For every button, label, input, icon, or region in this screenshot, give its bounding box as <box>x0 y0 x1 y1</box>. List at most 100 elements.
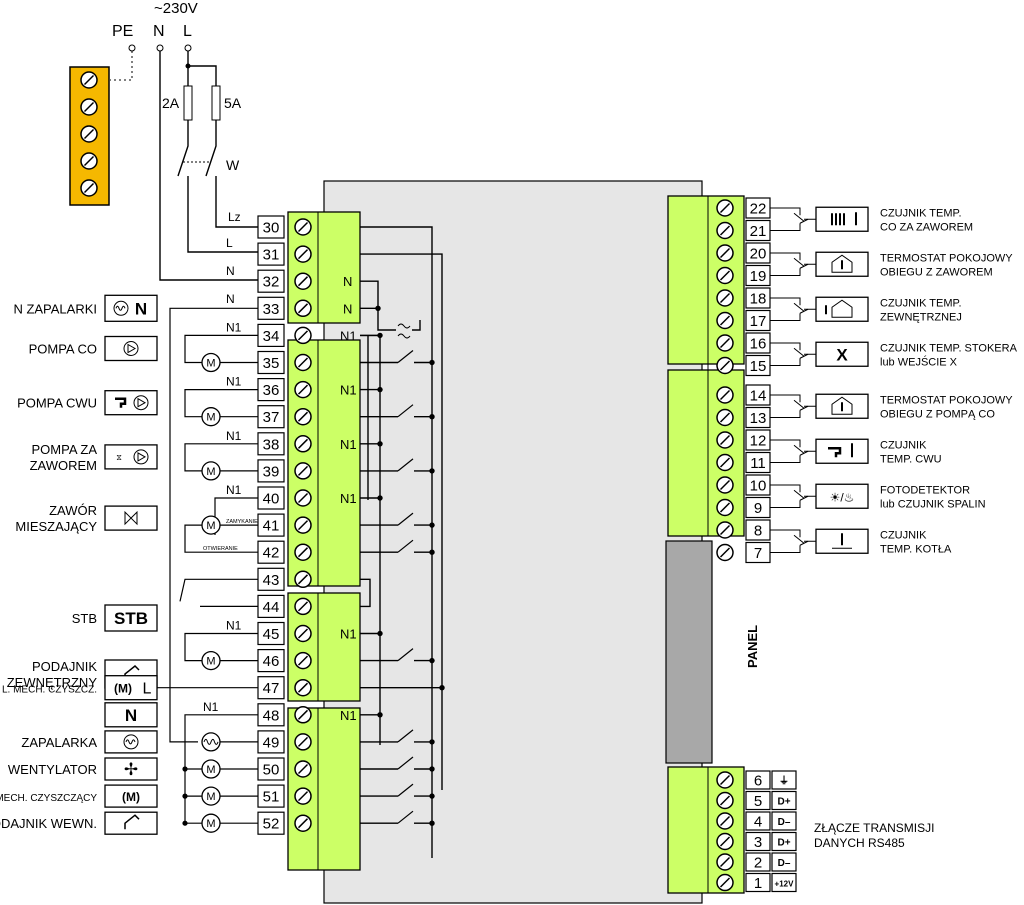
rs485-terminal-3 <box>745 831 771 852</box>
left-terminal-number-31: 31 <box>263 247 280 264</box>
device-box-11 <box>104 784 158 808</box>
switch-w: W <box>226 157 240 173</box>
right-terminal-number-11: 11 <box>750 455 766 472</box>
wire-n1-40: N1 <box>226 483 242 497</box>
device-box-3 <box>104 444 158 470</box>
right-terminal-number-18: 18 <box>750 291 767 308</box>
device-label-9-0: ZAPALARKA <box>21 735 97 750</box>
sensor-label2-0: CO ZA ZAWOREM <box>880 221 973 233</box>
tap-icon <box>828 447 842 458</box>
right-devices: CZUJNIK TEMP. CO ZA ZAWOREM TERMOSTAT POKO… <box>770 206 1018 555</box>
right-terminal-number-22: 22 <box>750 201 767 218</box>
right-terminal-number-15: 15 <box>750 358 767 375</box>
x-symbol: X <box>836 345 848 364</box>
sensor-label2-4: OBIEGU Z POMPĄ CO <box>880 408 995 420</box>
heater-icon <box>113 300 129 316</box>
relay-n1-label-48: N1 <box>340 708 357 723</box>
right-terminal-number-21: 21 <box>750 223 767 240</box>
right-terminal-number-20: 20 <box>750 246 767 263</box>
device-label-1-0: POMPA CO <box>29 342 97 357</box>
left-terminal-number-34: 34 <box>263 328 280 345</box>
device-label-3-1: ZAWOREM <box>30 458 97 473</box>
wire-n1-48: N1 <box>203 700 219 714</box>
sensor-label1-7: CZUJNIK <box>880 529 927 541</box>
rs485-signal-box-5 <box>771 790 797 811</box>
left-terminal-31 <box>257 242 285 266</box>
rs485-terminal-number-6: 6 <box>754 773 762 790</box>
left-terminal-number-32: 32 <box>263 274 280 291</box>
rs485-signal-6: ⏚ <box>779 775 789 787</box>
rs485-terminal-5 <box>745 790 771 811</box>
internal-wiring <box>360 226 445 858</box>
rs485-signal-4: D– <box>778 817 791 828</box>
rs485-signal-1: +12V <box>775 880 795 889</box>
device-label-6-0: PODAJNIK <box>32 659 97 674</box>
valve-small-icon: ⧖ <box>116 453 122 462</box>
wire-lz: Lz <box>228 210 241 224</box>
left-terminal-number-44: 44 <box>263 599 280 616</box>
left-terminal-32 <box>257 269 285 293</box>
relay-n-label-32: N <box>343 274 352 289</box>
controller-housing <box>323 180 703 904</box>
left-terminal-number-33: 33 <box>263 301 280 318</box>
device-label-7-0: L. MECH. CZYSZCZ. <box>2 685 97 696</box>
wire-n1-36: N1 <box>226 375 242 389</box>
rs485-terminal-6 <box>745 770 771 790</box>
left-terminal-number-37: 37 <box>263 409 280 426</box>
sensor-label2-6: lub CZUJNIK SPALIN <box>880 498 986 510</box>
fuse-2a: 2A <box>162 95 180 111</box>
left-terminal-number-43: 43 <box>263 572 280 589</box>
device-label-2-0: POMPA CWU <box>17 396 97 411</box>
rs485-signal-3: D+ <box>777 838 790 849</box>
device-label-10-0: WENTYLATOR <box>8 762 97 777</box>
rs485-green-block <box>667 766 745 894</box>
radiator-icon <box>831 213 845 226</box>
right-terminal-number-8: 8 <box>754 523 762 540</box>
fan-icon: ✢ <box>124 760 138 779</box>
left-terminal-number-50: 50 <box>263 762 280 779</box>
left-terminal-number-38: 38 <box>263 436 280 453</box>
panel-label: PANEL <box>745 625 760 668</box>
n-label: N <box>153 23 165 40</box>
house-icon <box>831 254 853 273</box>
sensor-box-0 <box>815 206 869 232</box>
wire-n-33: N <box>226 292 235 306</box>
house-icon <box>831 396 853 415</box>
right-terminal-number-13: 13 <box>750 410 767 427</box>
device-box-5 <box>104 604 158 632</box>
l-symbol: L <box>143 681 152 698</box>
relay-n1-label-45: N1 <box>340 627 357 642</box>
left-terminal-number-51: 51 <box>263 789 280 806</box>
sensor-label1-0: CZUJNIK TEMP. <box>880 207 962 219</box>
device-box-8 <box>104 702 158 728</box>
left-terminal-number-46: 46 <box>263 653 280 670</box>
device-label-11-0: MECH. CZYSZCZĄCY <box>0 793 97 804</box>
rs485-signal-2: D– <box>778 858 791 869</box>
sensor-label1-2: CZUJNIK TEMP. <box>880 297 962 309</box>
right-terminal-number-17: 17 <box>750 313 767 330</box>
device-box-7 <box>104 675 158 701</box>
n-symbol: N <box>135 299 147 318</box>
sensor-label1-1: TERMOSTAT POKOJOWY <box>880 252 1013 264</box>
right-terminal-number-19: 19 <box>750 268 767 285</box>
rs485-terminal-number-2: 2 <box>754 855 762 872</box>
sun-flame-icon: ☀/♨ <box>830 490 855 504</box>
right-terminal-number-10: 10 <box>750 478 767 495</box>
rs485-label2: DANYCH RS485 <box>814 836 905 850</box>
wire-otwieranie: OTWIERANIE <box>203 546 238 552</box>
m-symbol: (M) <box>114 682 132 696</box>
feeder-icon <box>124 814 140 830</box>
n-symbol-48: N <box>125 706 137 725</box>
wire-zamykanie: ZAMYKANIE <box>226 519 258 525</box>
stb-symbol: STB <box>114 609 148 628</box>
power-supply: ~230V PE N L 2A 5A W Lz L N N <box>110 0 258 306</box>
device-box-0 <box>104 294 158 322</box>
device-label-4-0: ZAWÓR <box>49 503 97 518</box>
left-terminal-number-41: 41 <box>263 518 280 535</box>
rs485-signal-box-6 <box>771 770 797 790</box>
sensor-box-6 <box>815 483 869 509</box>
panel-connector <box>665 540 713 764</box>
